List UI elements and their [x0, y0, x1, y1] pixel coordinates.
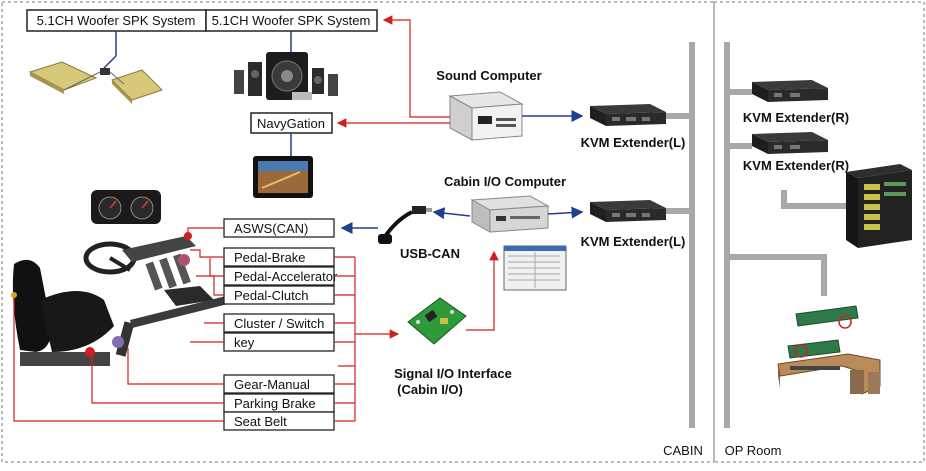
cabin-bus	[666, 42, 695, 428]
control-box-label-7: Parking Brake	[234, 396, 316, 411]
woofer-left-label: 5.1CH Woofer SPK System	[37, 13, 196, 28]
usb-can-image	[378, 206, 432, 244]
signal-io-label: Signal I/O Interface	[394, 366, 512, 381]
sound-computer-image	[448, 91, 524, 141]
op-room-frame	[713, 1, 925, 463]
kvm-l2-label: KVM Extender(L)	[581, 234, 686, 249]
usb-can-label: USB-CAN	[400, 246, 460, 261]
kvm-r1-label: KVM Extender(R)	[743, 110, 849, 125]
kvm-extender-l1-image	[590, 104, 666, 126]
navy-label: NavyGation	[257, 116, 325, 131]
woofer-right-label: 5.1CH Woofer SPK System	[212, 13, 371, 28]
control-desk-image	[777, 305, 881, 395]
seat-image	[11, 259, 114, 366]
signal-io-board-image	[407, 297, 467, 345]
speakers-image	[234, 31, 338, 100]
op-room-label: OP Room	[725, 443, 782, 458]
kvm-extender-r2-image	[752, 132, 828, 154]
red-wiring	[13, 15, 499, 422]
blue-wiring	[340, 110, 584, 234]
control-box-label-8: Seat Belt	[234, 414, 287, 429]
signal-io-sub-label: (Cabin I/O)	[397, 382, 463, 397]
server-rack-image	[846, 164, 912, 248]
control-boxes: ASWS(CAN) Pedal-BrakePedal-AcceleratorPed…	[223, 218, 338, 431]
kvm-r2-label: KVM Extender(R)	[743, 158, 849, 173]
control-box-label-4: Cluster / Switch	[234, 316, 324, 331]
control-box-label-0: ASWS(CAN)	[234, 221, 308, 236]
software-screenshot-image	[503, 245, 567, 291]
cabin-io-computer-label: Cabin I/O Computer	[444, 174, 566, 189]
kvm-l1-label: KVM Extender(L)	[581, 135, 686, 150]
control-box-label-3: Pedal-Clutch	[234, 288, 308, 303]
woofer-pads-image	[28, 31, 163, 104]
control-box-label-5: key	[234, 335, 255, 350]
control-box-label-2: Pedal-Accelerator	[234, 269, 338, 284]
steering-pedals-image	[83, 232, 228, 357]
sound-computer-label: Sound Computer	[436, 68, 541, 83]
control-box-label-1: Pedal-Brake	[234, 250, 306, 265]
op-room-bus	[724, 42, 846, 428]
cluster-dashboard-image	[91, 190, 161, 224]
kvm-extender-r1-image	[752, 80, 828, 102]
cabin-io-computer-image	[470, 195, 550, 233]
control-box-label-6: Gear-Manual	[234, 377, 310, 392]
kvm-extender-l2-image	[590, 200, 666, 222]
navigation-screen-image	[253, 156, 313, 198]
cabin-label: CABIN	[663, 443, 703, 458]
